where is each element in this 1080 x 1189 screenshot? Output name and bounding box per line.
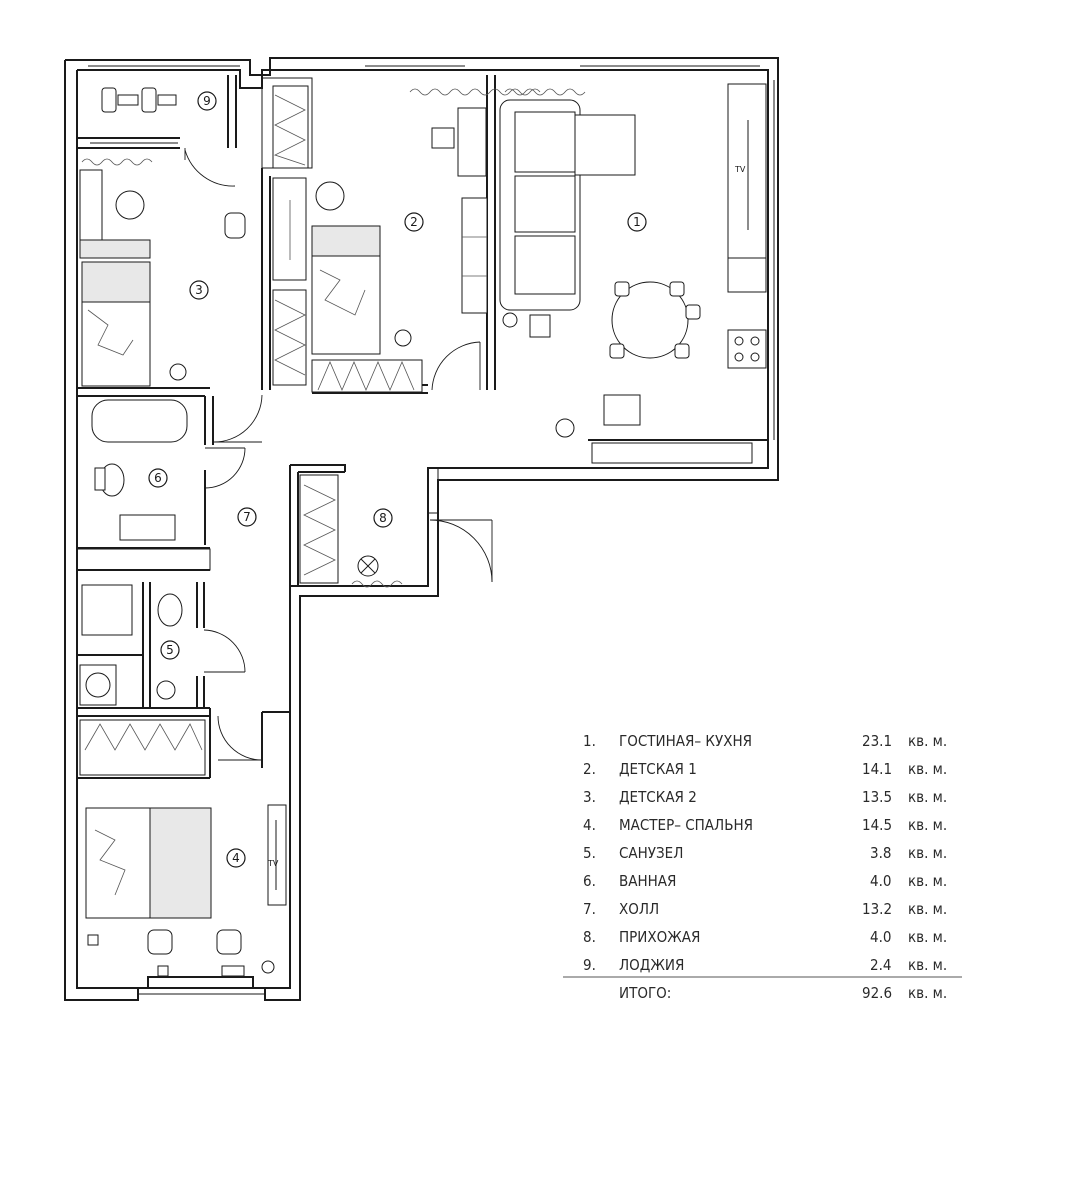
exterior-walls bbox=[64, 57, 779, 1001]
loggia-exercise-bike-icon bbox=[101, 87, 177, 113]
doors bbox=[184, 148, 493, 761]
svg-text:2.4: 2.4 bbox=[870, 956, 891, 974]
svg-text:САНУЗЕЛ: САНУЗЕЛ bbox=[619, 844, 683, 862]
legend-row-5: 5. САНУЗЕЛ 3.8 кв. м. bbox=[583, 844, 947, 862]
svg-text:ПРИХОЖАЯ: ПРИХОЖАЯ bbox=[619, 928, 700, 946]
svg-text:1.: 1. bbox=[583, 732, 596, 750]
room3-furniture bbox=[79, 158, 246, 387]
svg-text:кв. м.: кв. м. bbox=[908, 872, 947, 890]
svg-text:8.: 8. bbox=[583, 928, 596, 946]
room-marker-8: 8 bbox=[373, 508, 393, 528]
washbasin-icon bbox=[119, 514, 176, 541]
legend-row-4: 4. МАСТЕР– СПАЛЬНЯ 14.5 кв. м. bbox=[583, 816, 947, 834]
svg-text:кв. м.: кв. м. bbox=[908, 928, 947, 946]
bathroom-fixtures bbox=[79, 399, 188, 706]
svg-text:ДЕТСКАЯ 1: ДЕТСКАЯ 1 bbox=[619, 760, 697, 778]
svg-text:4.: 4. bbox=[583, 816, 596, 834]
svg-text:кв. м.: кв. м. bbox=[908, 844, 947, 862]
svg-text:4.0: 4.0 bbox=[870, 872, 891, 890]
svg-text:7: 7 bbox=[243, 510, 251, 524]
svg-text:5.: 5. bbox=[583, 844, 596, 862]
svg-text:4: 4 bbox=[232, 851, 240, 865]
fridge-icon bbox=[727, 257, 767, 293]
room2-furniture bbox=[311, 88, 541, 355]
svg-text:ДЕТСКАЯ 2: ДЕТСКАЯ 2 bbox=[619, 788, 697, 806]
svg-text:3.8: 3.8 bbox=[870, 844, 891, 862]
legend-total-row: ИТОГО: 92.6 кв. м. bbox=[619, 984, 947, 1002]
svg-text:7.: 7. bbox=[583, 900, 596, 918]
svg-text:4.0: 4.0 bbox=[870, 928, 891, 946]
armchair-icon bbox=[529, 314, 551, 338]
kitchen-sink-icon bbox=[603, 394, 641, 426]
room-markers: 1 2 3 4 5 6 7 8 9 bbox=[148, 91, 647, 868]
svg-text:1: 1 bbox=[633, 215, 641, 229]
interior-walls bbox=[76, 75, 768, 779]
svg-text:кв. м.: кв. м. bbox=[908, 788, 947, 806]
master-bedroom-furniture: TV bbox=[85, 804, 287, 977]
svg-text:2.: 2. bbox=[583, 760, 596, 778]
svg-text:13.5: 13.5 bbox=[862, 788, 892, 806]
svg-text:ИТОГО:: ИТОГО: bbox=[619, 984, 671, 1002]
room-marker-4: 4 bbox=[226, 848, 246, 868]
svg-text:92.6: 92.6 bbox=[862, 984, 892, 1002]
svg-text:9.: 9. bbox=[583, 956, 596, 974]
svg-text:ГОСТИНАЯ– КУХНЯ: ГОСТИНАЯ– КУХНЯ bbox=[619, 732, 752, 750]
svg-text:кв. м.: кв. м. bbox=[908, 984, 947, 1002]
legend-row-1: 1. ГОСТИНАЯ– КУХНЯ 23.1 кв. м. bbox=[583, 732, 947, 750]
room-marker-7: 7 bbox=[237, 507, 257, 527]
svg-text:3: 3 bbox=[195, 283, 203, 297]
legend-row-2: 2. ДЕТСКАЯ 1 14.1 кв. м. bbox=[583, 760, 947, 778]
room-marker-2: 2 bbox=[404, 212, 424, 232]
svg-text:14.1: 14.1 bbox=[862, 760, 892, 778]
legend-row-8: 8. ПРИХОЖАЯ 4.0 кв. м. bbox=[583, 928, 947, 946]
svg-text:ХОЛЛ: ХОЛЛ bbox=[619, 900, 659, 918]
legend-row-9: 9. ЛОДЖИЯ 2.4 кв. м. bbox=[583, 956, 947, 974]
svg-text:23.1: 23.1 bbox=[862, 732, 892, 750]
svg-text:ЛОДЖИЯ: ЛОДЖИЯ bbox=[619, 956, 684, 974]
bathtub-icon bbox=[91, 399, 188, 443]
stove-icon bbox=[727, 329, 767, 369]
svg-text:6.: 6. bbox=[583, 872, 596, 890]
room-marker-9: 9 bbox=[197, 91, 217, 111]
legend-row-6: 6. ВАННАЯ 4.0 кв. м. bbox=[583, 872, 947, 890]
room-marker-1: 1 bbox=[627, 212, 647, 232]
svg-text:8: 8 bbox=[379, 511, 387, 525]
room-marker-3: 3 bbox=[189, 280, 209, 300]
svg-text:13.2: 13.2 bbox=[862, 900, 892, 918]
room-marker-5: 5 bbox=[160, 640, 180, 660]
area-legend: 1. ГОСТИНАЯ– КУХНЯ 23.1 кв. м. 2. ДЕТСКА… bbox=[563, 732, 962, 1002]
wardrobes bbox=[79, 85, 423, 776]
shower-icon bbox=[81, 584, 133, 636]
svg-text:6: 6 bbox=[154, 471, 162, 485]
desk-chair-icon bbox=[224, 212, 246, 239]
svg-text:кв. м.: кв. м. bbox=[908, 900, 947, 918]
room1-furniture: TV bbox=[499, 83, 767, 438]
svg-text:ВАННАЯ: ВАННАЯ bbox=[619, 872, 676, 890]
svg-text:3.: 3. bbox=[583, 788, 596, 806]
legend-row-7: 7. ХОЛЛ 13.2 кв. м. bbox=[583, 900, 947, 918]
room-marker-6: 6 bbox=[148, 468, 168, 488]
svg-text:кв. м.: кв. м. bbox=[908, 816, 947, 834]
svg-text:кв. м.: кв. м. bbox=[908, 732, 947, 750]
svg-text:кв. м.: кв. м. bbox=[908, 956, 947, 974]
svg-text:кв. м.: кв. м. bbox=[908, 760, 947, 778]
entry-furniture bbox=[351, 555, 403, 588]
legend-row-3: 3. ДЕТСКАЯ 2 13.5 кв. м. bbox=[583, 788, 947, 806]
dining-table-icon bbox=[611, 281, 689, 359]
tv-label-living: TV bbox=[734, 165, 746, 174]
svg-text:5: 5 bbox=[166, 643, 174, 657]
svg-text:14.5: 14.5 bbox=[862, 816, 892, 834]
tv-label-bedroom: TV bbox=[267, 859, 279, 868]
svg-text:МАСТЕР– СПАЛЬНЯ: МАСТЕР– СПАЛЬНЯ bbox=[619, 816, 753, 834]
svg-text:2: 2 bbox=[410, 215, 418, 229]
svg-text:9: 9 bbox=[203, 94, 211, 108]
